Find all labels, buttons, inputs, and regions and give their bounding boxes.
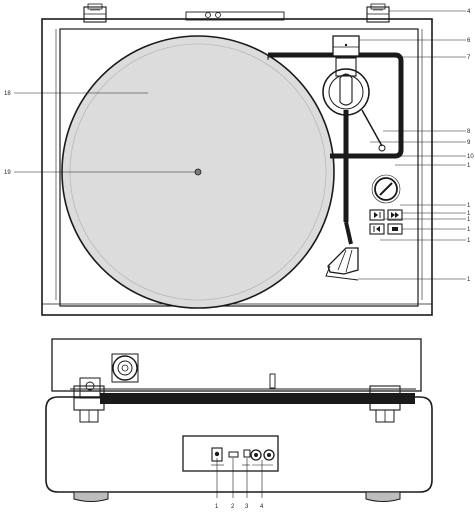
callout-14: 1 [467, 217, 471, 223]
tonearm-rest [361, 109, 383, 147]
callout-rear-2: 2 [231, 504, 235, 510]
callout-7: 7 [467, 55, 471, 61]
hinge-left [83, 3, 107, 23]
callout-8: 8 [467, 129, 471, 135]
callout-10: 10 [467, 154, 474, 160]
rear-connector-strip [185, 11, 285, 21]
foot-right [365, 491, 401, 502]
callout-rear-1: 1 [215, 504, 219, 510]
rear-view [45, 338, 433, 502]
usb-port-icon [228, 451, 239, 458]
rear-hinge-left [73, 385, 105, 423]
foot-left [73, 491, 109, 502]
callout-17: 1 [467, 277, 471, 283]
rear-cabinet [45, 396, 433, 493]
rear-connector-panel [182, 435, 279, 472]
rear-dust-cover [51, 338, 422, 392]
dust-cover-outline [41, 18, 433, 316]
top-view [14, 3, 466, 316]
rca-right-jack [263, 449, 275, 461]
speed-selector-dial-icon[interactable] [374, 177, 398, 201]
callout-15: 1 [467, 227, 471, 233]
callout-6: 6 [467, 38, 471, 44]
callout-18: 18 [4, 91, 11, 97]
callout-12: 1 [467, 203, 471, 209]
skip-icon[interactable] [387, 209, 403, 221]
callout-4: 4 [467, 9, 471, 15]
callout-11: 1 [467, 163, 471, 169]
headshell [327, 247, 359, 275]
play-pause-icon[interactable] [369, 209, 385, 221]
callout-9: 9 [467, 140, 471, 146]
callout-13: 1 [467, 211, 471, 217]
leader-lines-top [14, 10, 466, 280]
rear-hinge-right [369, 385, 401, 423]
rca-left-jack [250, 449, 262, 461]
hinge-right [366, 3, 390, 23]
callout-16: 1 [467, 238, 471, 244]
callout-rear-4: 4 [260, 504, 264, 510]
skip-back-icon[interactable] [369, 223, 385, 235]
callout-19: 19 [4, 170, 11, 176]
leader-lines-rear [216, 458, 263, 498]
plinth-inner-frame [59, 28, 419, 307]
rear-tonearm-pivot [112, 355, 138, 381]
callout-labels: 4 6 7 8 9 10 1 1 1 1 1 1 1 18 19 1 2 3 4 [4, 9, 474, 510]
callout-rear-3: 3 [245, 504, 249, 510]
tonearm-frame-loop [268, 52, 404, 159]
